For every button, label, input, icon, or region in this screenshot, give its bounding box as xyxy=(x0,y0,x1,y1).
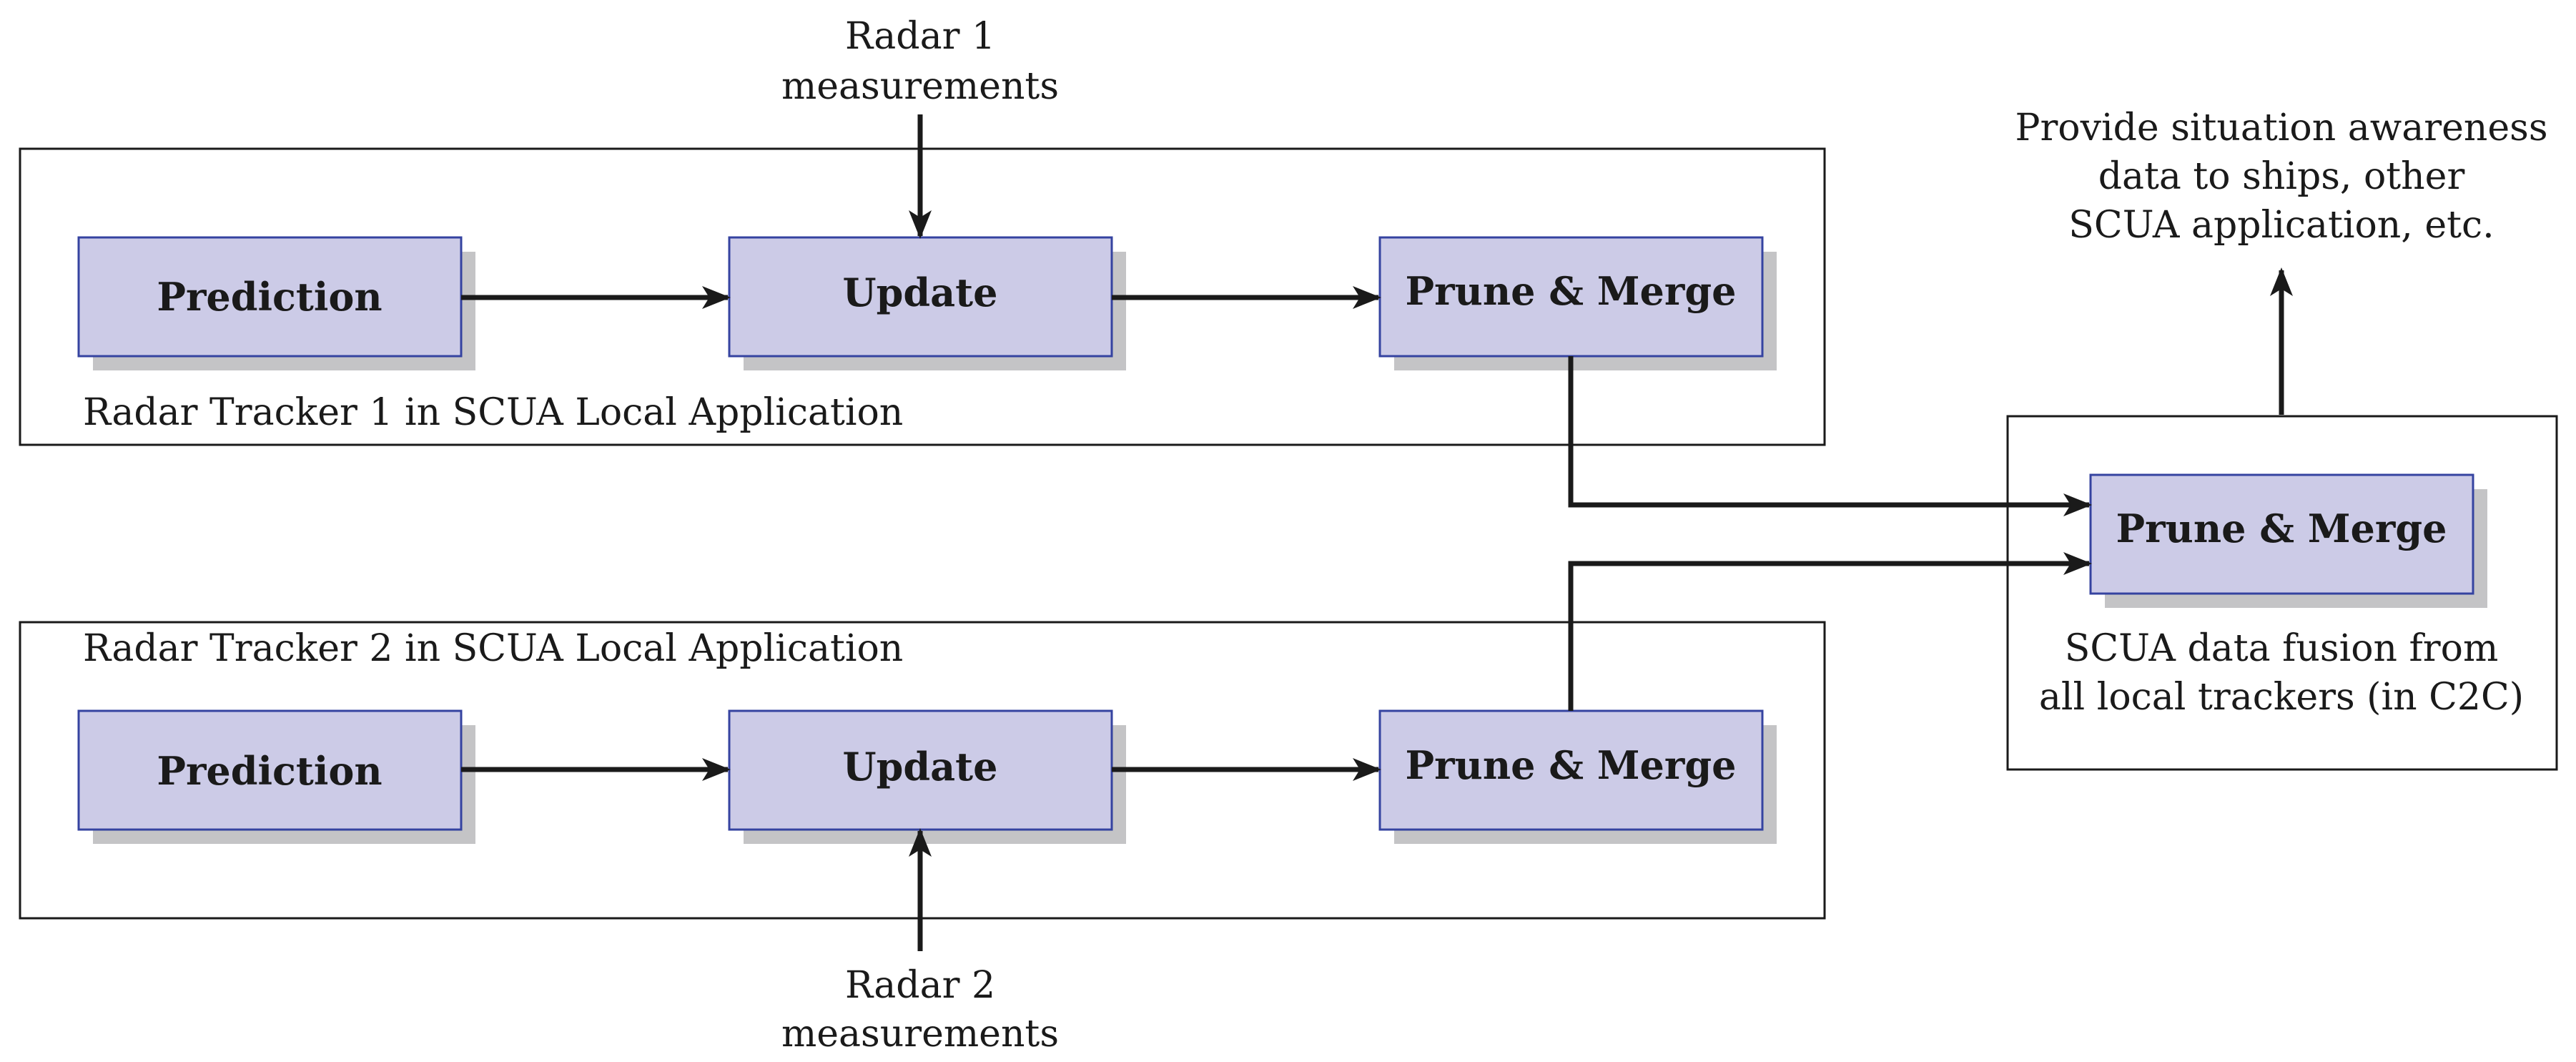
tracker1-prediction-block: Prediction xyxy=(77,236,475,370)
tracker1-prediction-label: Prediction xyxy=(157,274,382,320)
radar2-label-line1: Radar 2 xyxy=(845,964,995,1007)
tracker1-prediction-box xyxy=(77,236,463,358)
tracker2-update-label: Update xyxy=(843,744,998,790)
tracker2-prediction-block: Prediction xyxy=(77,709,475,844)
tracker2-prune-merge-label: Prune & Merge xyxy=(1406,742,1737,788)
fusion-prune-merge-block: Prune & Merge xyxy=(2089,473,2487,608)
fusion-caption-line2: all local trackers (in C2C) xyxy=(2039,676,2524,719)
tracker1-to-fusion-arrow xyxy=(1568,356,2092,516)
tracker2-to-fusion-arrow xyxy=(1568,552,2092,711)
tracker1-update-box xyxy=(728,236,1113,358)
tracker2-prediction-box xyxy=(77,709,463,831)
tracker1-prune-merge-block: Prune & Merge xyxy=(1378,236,1777,370)
tracker1-update-label: Update xyxy=(843,270,998,315)
tracker2-title: Radar Tracker 2 in SCUA Local Applicatio… xyxy=(83,627,903,670)
tracker2-update-box xyxy=(728,709,1113,831)
tracker1-update-block: Update xyxy=(728,236,1126,370)
radar2-label-line2: measurements xyxy=(781,1013,1059,1056)
output-label-line1: Provide situation awareness xyxy=(2015,107,2547,149)
tracker2-prediction-label: Prediction xyxy=(157,748,382,794)
fusion-caption-line1: SCUA data fusion from xyxy=(2065,627,2499,670)
fusion-prune-merge-box xyxy=(2089,473,2474,595)
fusion-container xyxy=(2006,415,2558,771)
output-label-line2: data to ships, other xyxy=(2098,155,2465,198)
tracker2-update-block: Update xyxy=(728,709,1126,844)
tracker1-title: Radar Tracker 1 in SCUA Local Applicatio… xyxy=(83,391,903,434)
fusion-prune-merge-label: Prune & Merge xyxy=(2116,506,2447,551)
tracker1-prune-merge-box xyxy=(1378,236,1764,358)
output-label-line3: SCUA application, etc. xyxy=(2068,204,2494,247)
radar1-label-line1: Radar 1 xyxy=(845,15,995,58)
tracker2-prune-merge-box xyxy=(1378,709,1764,831)
tracker2-prune-merge-block: Prune & Merge xyxy=(1378,709,1777,844)
tracker1-prune-merge-label: Prune & Merge xyxy=(1406,268,1737,314)
radar1-label-line2: measurements xyxy=(781,65,1059,108)
